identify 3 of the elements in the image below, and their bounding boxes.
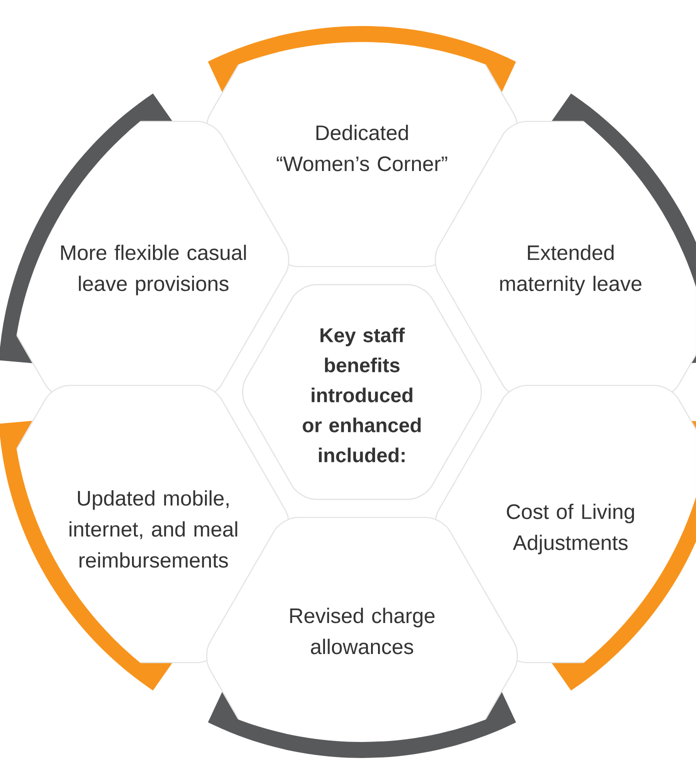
node-label: Revised charge allowances [290, 608, 435, 654]
node-label: Dedicated “Women’s Corner” [276, 124, 448, 172]
hexagon-box: Key staff benefits introduced or enhanced included: [242, 284, 482, 500]
